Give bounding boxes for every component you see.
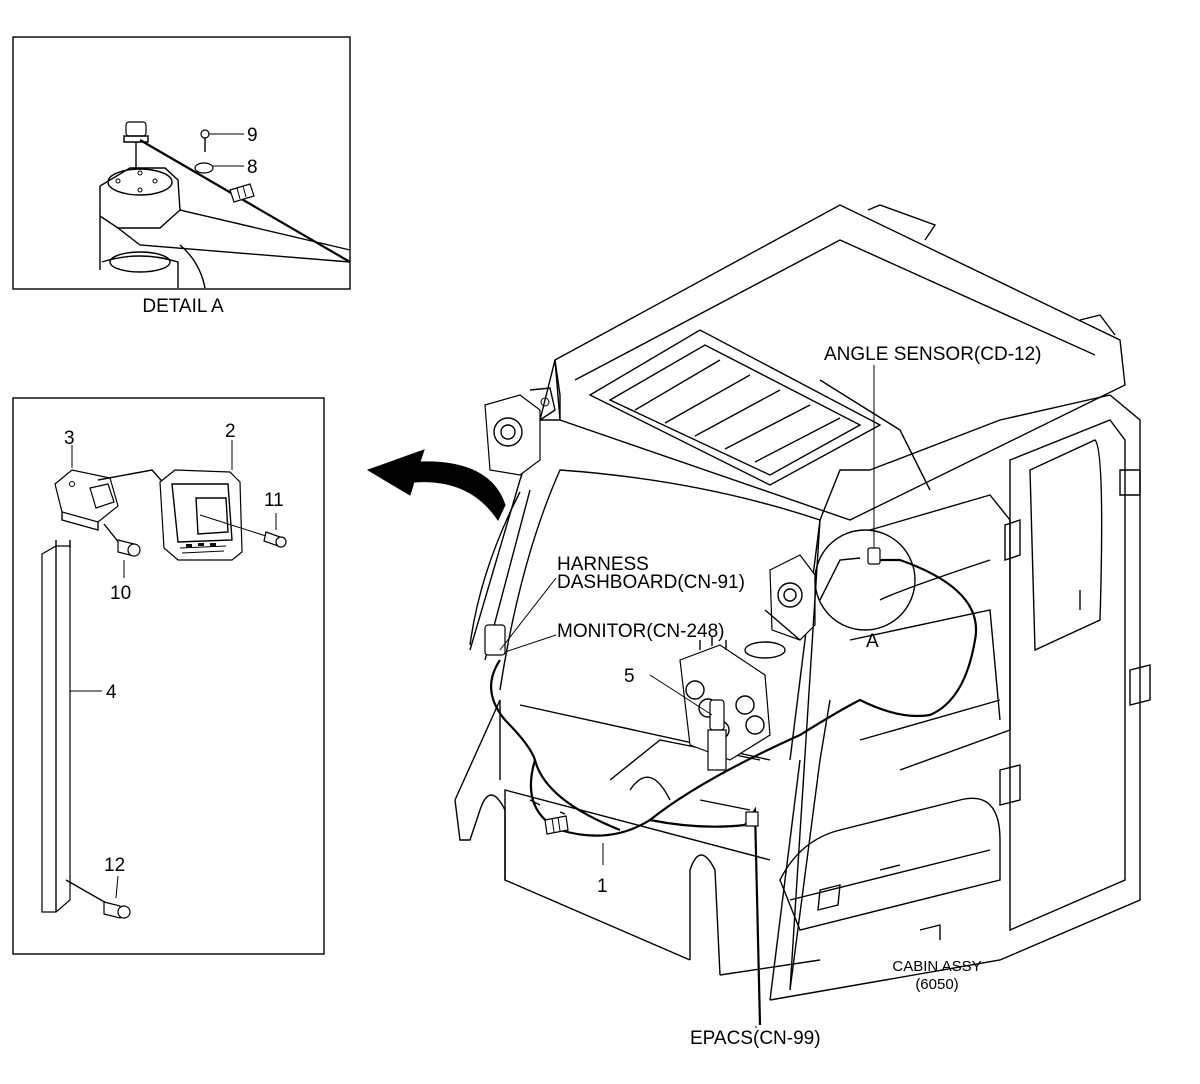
label-monitor: MONITOR(CN-248) <box>557 621 725 642</box>
callout-12: 12 <box>104 855 125 876</box>
cabin-assembly-drawing <box>454 204 1151 1028</box>
callout-1: 1 <box>597 876 608 897</box>
callout-9: 9 <box>247 125 258 146</box>
detail-a-panel: 9 8 <box>12 36 351 290</box>
detail-a-caption: DETAIL A <box>142 296 224 317</box>
label-cabin-assy: CABIN ASSY <box>892 958 981 975</box>
callout-11: 11 <box>264 490 284 511</box>
callout-10: 10 <box>110 583 131 604</box>
label-cabin-assy-number: (6050) <box>915 976 958 993</box>
reference-arrow <box>366 449 506 522</box>
label-harness-dashboard: DASHBOARD(CN-91) <box>557 572 745 593</box>
label-epacs: EPACS(CN-99) <box>690 1028 821 1049</box>
callout-5: 5 <box>624 666 635 687</box>
callout-4: 4 <box>106 682 117 703</box>
callout-3: 3 <box>64 428 75 449</box>
label-detail-ref-a: A <box>866 631 879 652</box>
label-angle-sensor: ANGLE SENSOR(CD-12) <box>824 344 1042 365</box>
callout-8: 8 <box>247 157 258 178</box>
callout-2: 2 <box>225 421 236 442</box>
label-harness: HARNESS <box>557 554 649 575</box>
monitor-parts-panel: 3 2 11 10 4 12 <box>12 397 325 955</box>
